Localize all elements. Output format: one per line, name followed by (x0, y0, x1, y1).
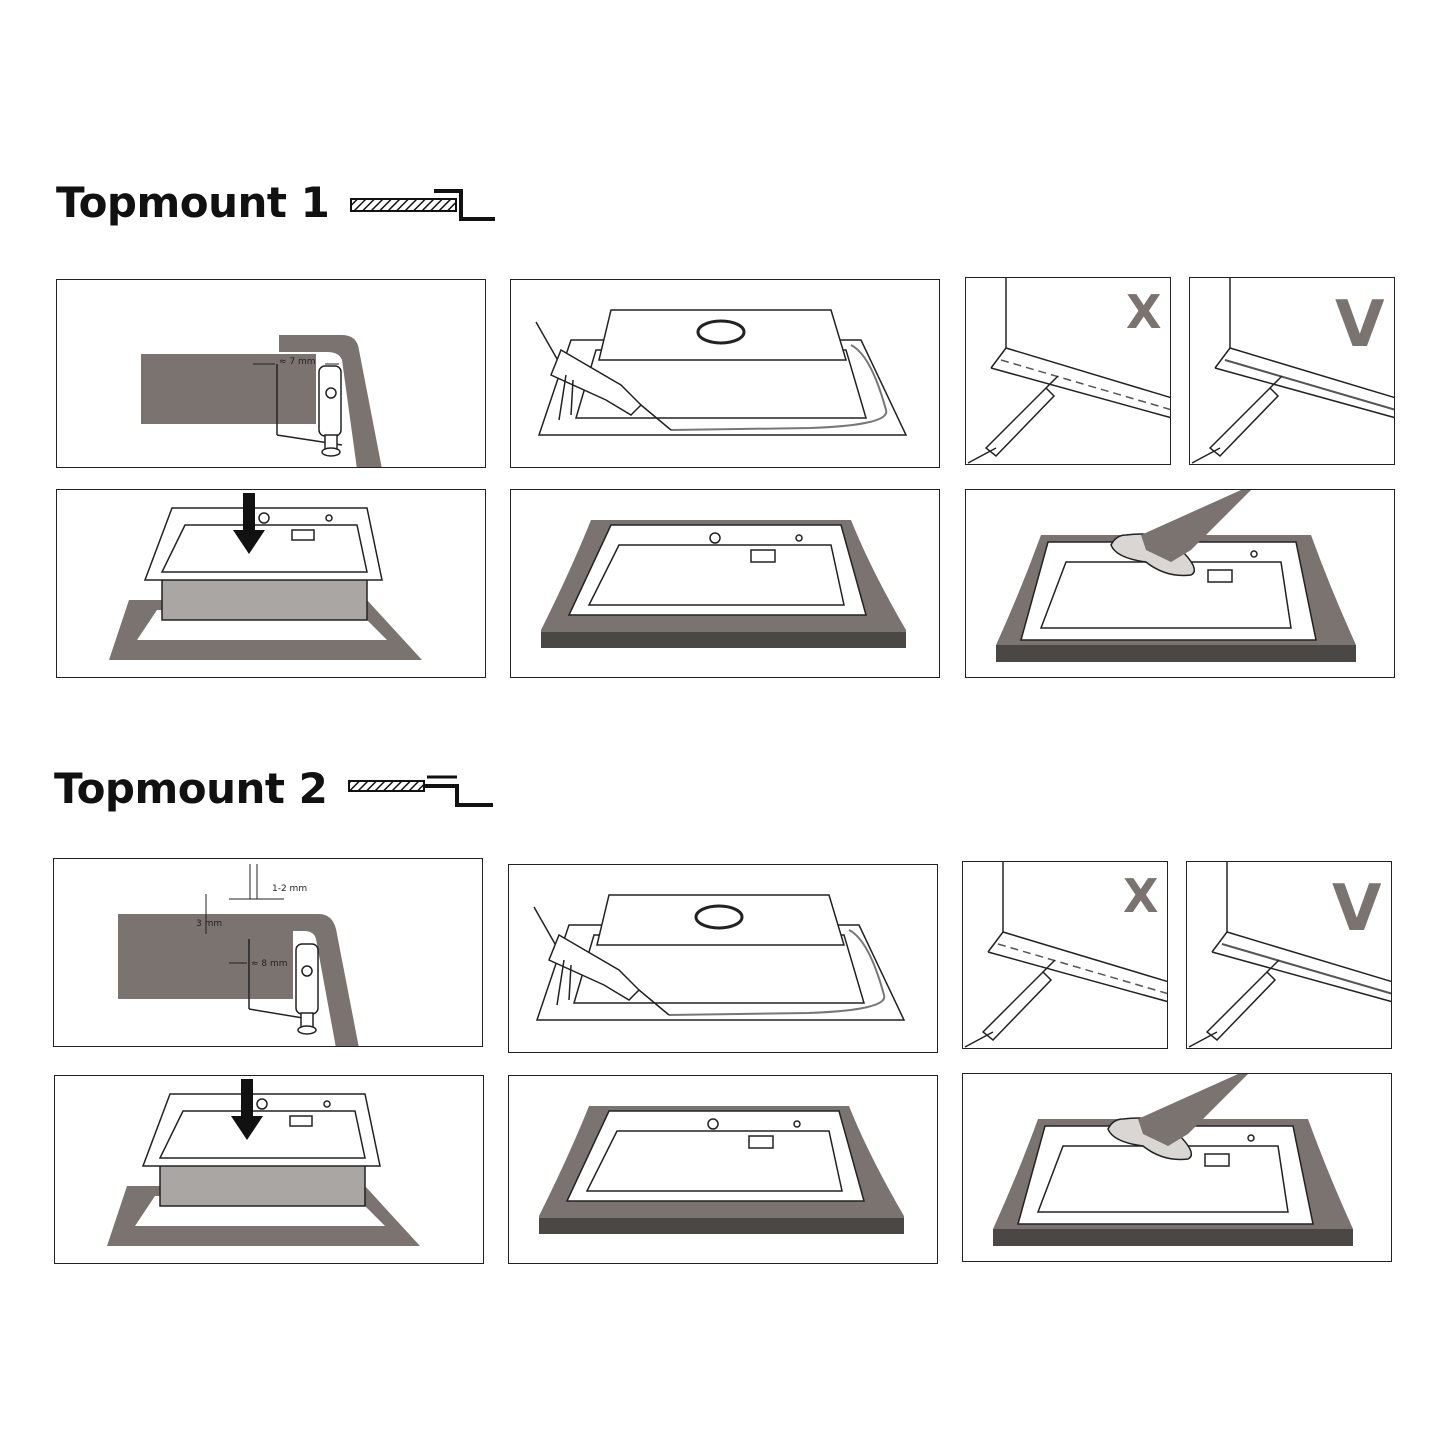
step-wrong-seal-2: X (962, 861, 1168, 1049)
step-apply-sealant-1 (510, 279, 940, 468)
section-2-heading: Topmount 2 (54, 764, 497, 813)
right-mark: V (1335, 288, 1385, 362)
wrong-mark: X (1123, 869, 1158, 923)
step-right-seal-1: V (1189, 277, 1395, 465)
gap-label: ≈ 7 mm (279, 357, 316, 367)
step-sink-installed-2 (508, 1075, 938, 1264)
step-wipe-clean-2 (962, 1073, 1392, 1262)
step-insert-sink-2 (54, 1075, 484, 1264)
step-right-seal-2: V (1186, 861, 1392, 1049)
section-1-heading: Topmount 1 (56, 178, 499, 227)
step-wrong-seal-1: X (965, 277, 1171, 465)
edge-profile-icon (350, 188, 496, 221)
section-2-title: Topmount 2 (54, 764, 328, 813)
step-apply-sealant-2 (508, 864, 938, 1053)
gap-label: 1-2 mm (272, 884, 307, 894)
step-insert-sink-1 (56, 489, 486, 678)
section-1-title: Topmount 1 (56, 178, 330, 227)
step-clamp-detail-1: ≈ 7 mm (56, 279, 486, 468)
wrong-mark: X (1126, 285, 1161, 339)
edge-profile-icon (348, 775, 494, 807)
depth-label: 3 mm (196, 919, 222, 929)
right-mark: V (1332, 872, 1382, 946)
step-wipe-clean-1 (965, 489, 1395, 678)
step-clamp-detail-2: 1-2 mm 3 mm ≈ 8 mm (53, 858, 483, 1047)
step-sink-installed-1 (510, 489, 940, 678)
offset-label: ≈ 8 mm (251, 959, 288, 969)
